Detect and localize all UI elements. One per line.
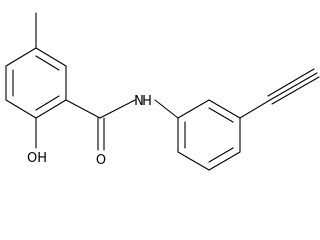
right-benzene-ring [177, 99, 241, 171]
ethynyl-single-bond [239, 99, 271, 119]
oxygen-label: O [96, 153, 106, 168]
double-bond-inner [35, 95, 60, 111]
bond [177, 151, 210, 171]
double-bond-inner [208, 147, 234, 163]
double-bond-inner [35, 55, 60, 71]
carbonyl-to-nitrogen-bond [99, 99, 136, 119]
left-benzene-ring [5, 47, 67, 119]
bond [35, 99, 67, 119]
nitrogen-to-ring-bond [154, 99, 179, 119]
molecule-diagram: N H O OH [5, 12, 320, 171]
nitrogen-label: N [134, 94, 144, 109]
triple-bond-line [267, 68, 315, 97]
bond [208, 99, 241, 119]
bond [35, 47, 67, 67]
ring-to-carbonyl-bond [65, 99, 101, 119]
bond [5, 99, 37, 119]
double-bond-inner [208, 107, 234, 123]
bond [208, 151, 241, 171]
triple-bond-line [271, 76, 320, 105]
nitrogen-hydrogen-label: H [142, 94, 152, 109]
bond [5, 47, 37, 67]
triple-bond-line [269, 72, 318, 101]
triple-bond [267, 68, 320, 105]
bond [177, 99, 210, 119]
hydroxyl-label: OH [27, 151, 47, 166]
